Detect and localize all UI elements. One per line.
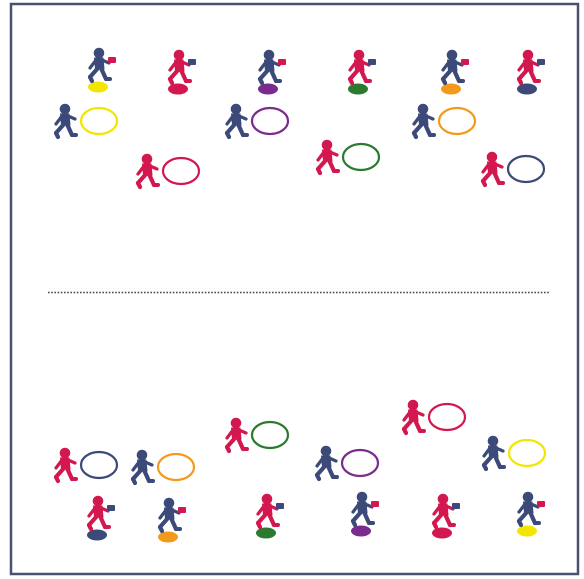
bean-bag-icon — [278, 59, 286, 65]
bean-bag-icon — [452, 503, 460, 509]
green-base-spot — [256, 528, 276, 539]
bean-bag-icon — [108, 57, 116, 63]
navy-base-spot — [517, 84, 537, 95]
bean-bag-icon — [188, 59, 196, 65]
orange-base-spot — [441, 84, 461, 95]
green-base-spot — [348, 84, 368, 95]
purple-base-spot — [258, 84, 278, 95]
orange-base-spot — [158, 532, 178, 543]
navy-base-spot — [87, 530, 107, 541]
crimson-base-spot — [168, 84, 188, 95]
bean-bag-icon — [178, 507, 186, 513]
bean-bag-icon — [107, 505, 115, 511]
crimson-base-spot — [432, 528, 452, 539]
bean-bag-icon — [276, 503, 284, 509]
bean-bag-icon — [537, 59, 545, 65]
yellow-base-spot — [88, 82, 108, 93]
purple-base-spot — [351, 526, 371, 537]
bean-bag-icon — [537, 501, 545, 507]
bean-bag-icon — [461, 59, 469, 65]
bean-bag-icon — [371, 501, 379, 507]
yellow-base-spot — [517, 526, 537, 537]
bean-bag-icon — [368, 59, 376, 65]
